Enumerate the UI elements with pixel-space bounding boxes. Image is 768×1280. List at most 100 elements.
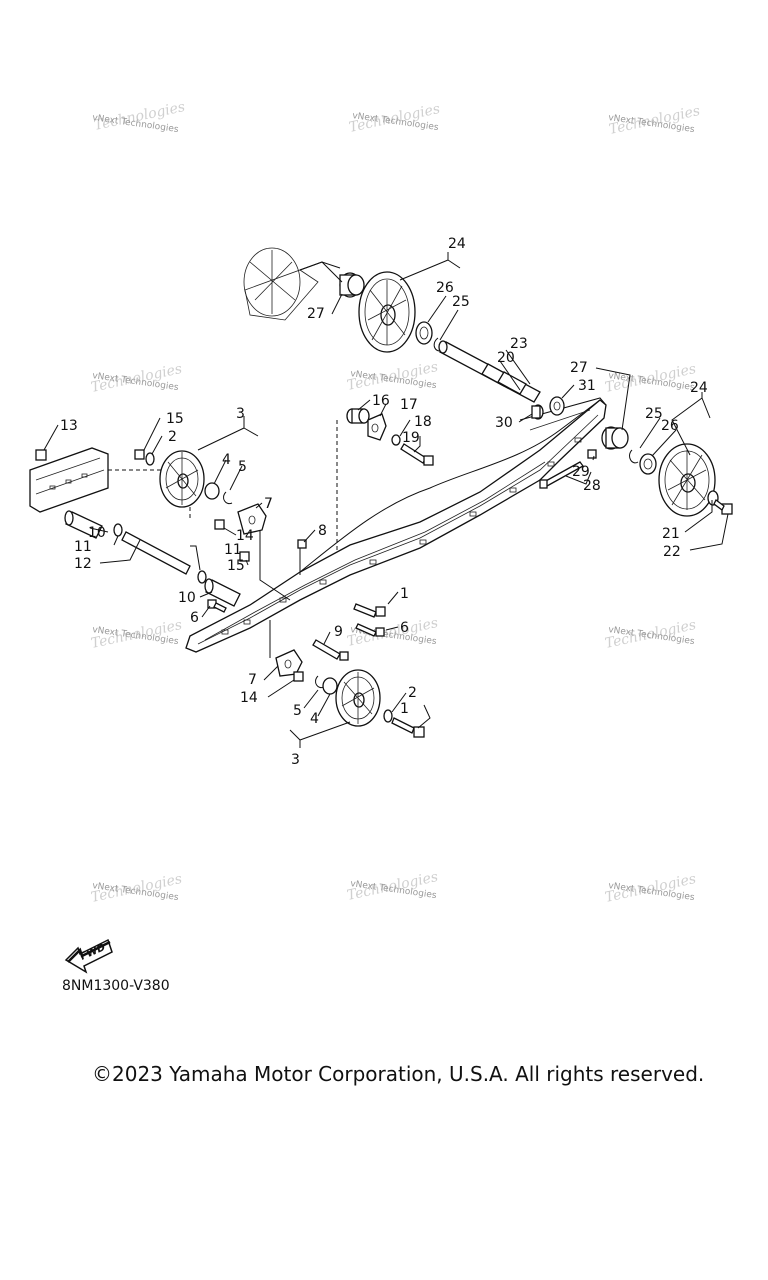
callout-11-upper: 11 xyxy=(74,539,92,555)
callout-31: 31 xyxy=(578,378,596,394)
front-shaft-assembly xyxy=(35,449,241,613)
nut-13 xyxy=(35,449,47,461)
callout-27-right: 27 xyxy=(570,360,588,376)
diagram-code: 8NM1300-V380 xyxy=(62,978,170,994)
callout-18: 18 xyxy=(414,414,432,430)
bolt-6-right xyxy=(355,623,385,637)
collar-10-left xyxy=(64,510,103,539)
collar-16 xyxy=(346,408,370,424)
callout-16: 16 xyxy=(372,393,390,409)
callout-9: 9 xyxy=(334,624,343,640)
washer-2-upper xyxy=(145,452,155,466)
callout-14-lower: 14 xyxy=(240,690,258,706)
callout-11-lower: 11 xyxy=(224,542,242,558)
callouts: 24 26 25 27 23 20 27 24 31 25 26 30 16 1… xyxy=(60,236,708,768)
callout-1-upper: 1 xyxy=(400,586,409,602)
washer-11-right xyxy=(197,570,207,584)
wheel-3-lower xyxy=(335,669,381,727)
rear-idler-assembly xyxy=(243,247,565,420)
callout-17: 17 xyxy=(400,397,418,413)
washer-2-lower xyxy=(383,709,393,723)
callout-6-left: 6 xyxy=(190,610,199,626)
axle-shaft-20 xyxy=(438,340,541,403)
bolt-1-upper xyxy=(353,603,386,618)
nut-30 xyxy=(531,404,544,420)
front-rail-holes xyxy=(49,473,88,490)
callout-24-right: 24 xyxy=(690,380,708,396)
bolt-28 xyxy=(539,461,584,489)
bearing-26-upper xyxy=(415,321,433,345)
callout-7-upper: 7 xyxy=(264,496,273,512)
callout-25-right: 25 xyxy=(645,406,663,422)
callout-24-top: 24 xyxy=(448,236,466,252)
callout-10-upper: 10 xyxy=(88,525,106,541)
bolt-22 xyxy=(713,499,733,515)
callout-1-lower: 1 xyxy=(400,701,409,717)
callout-27-top: 27 xyxy=(307,306,325,322)
idler-wheel-24-right xyxy=(658,443,716,517)
arm-7-lower xyxy=(275,649,303,677)
callout-26-top: 26 xyxy=(436,280,454,296)
callout-5-upper: 5 xyxy=(238,459,247,475)
callout-28: 28 xyxy=(583,478,601,494)
callout-13: 13 xyxy=(60,418,78,434)
nut-15-upper xyxy=(134,449,145,460)
rail-holes xyxy=(221,437,582,635)
callout-5-lower: 5 xyxy=(293,703,302,719)
callout-26-right: 26 xyxy=(661,418,679,434)
collar-27-upper xyxy=(339,272,365,298)
copyright-notice: ©2023 Yamaha Motor Corporation, U.S.A. A… xyxy=(92,1062,705,1086)
bolt-6-left xyxy=(207,599,227,613)
callout-14-upper: 14 xyxy=(236,528,254,544)
snap-ring-5-upper xyxy=(223,491,233,505)
callout-29: 29 xyxy=(572,464,590,480)
callout-30: 30 xyxy=(495,415,513,431)
bolt-9 xyxy=(312,639,349,661)
washer-31 xyxy=(549,396,565,416)
callout-25-top: 25 xyxy=(452,294,470,310)
bearing-4-upper xyxy=(204,482,220,500)
bolt-19 xyxy=(400,443,434,466)
callout-20: 20 xyxy=(497,350,515,366)
fwd-arrow-icon: FWD xyxy=(64,938,113,974)
nut-29 xyxy=(587,449,597,459)
callout-8: 8 xyxy=(318,523,327,539)
nut-8 xyxy=(297,539,307,549)
callout-2-lower: 2 xyxy=(408,685,417,701)
collar-10-right xyxy=(204,578,241,607)
suspension-arms xyxy=(214,503,386,682)
callout-23: 23 xyxy=(510,336,528,352)
nut-14-lower xyxy=(293,671,304,682)
idler-wheel-24-upper xyxy=(358,271,416,353)
callout-6-right: 6 xyxy=(400,620,409,636)
center-hardware xyxy=(346,408,434,466)
callout-21: 21 xyxy=(662,526,680,542)
nut-14-upper xyxy=(214,519,225,530)
washer-11-left xyxy=(113,523,123,537)
reference-wheel xyxy=(243,247,319,321)
left-wheel-assembly xyxy=(134,449,233,508)
nut-15-lower xyxy=(239,551,250,562)
bracket-17 xyxy=(367,413,387,441)
collar-27-right xyxy=(601,426,629,450)
callout-15-upper: 15 xyxy=(166,411,184,427)
callout-10-lower: 10 xyxy=(178,590,196,606)
washer-18 xyxy=(391,434,401,446)
shaft-12 xyxy=(121,531,191,575)
bearing-26-right xyxy=(639,453,657,475)
callout-2-upper: 2 xyxy=(168,429,177,445)
right-idler-assembly xyxy=(539,426,733,517)
snap-ring-25-right xyxy=(629,449,639,464)
callout-22: 22 xyxy=(663,544,681,560)
wheel-3-upper xyxy=(159,450,205,508)
bearing-4-lower xyxy=(322,677,338,695)
callout-4-upper: 4 xyxy=(222,452,231,468)
callout-19: 19 xyxy=(402,430,420,446)
callout-7-lower: 7 xyxy=(248,672,257,688)
callout-4-lower: 4 xyxy=(310,711,319,727)
leader-lines xyxy=(43,252,729,748)
callout-15-lower: 15 xyxy=(227,558,245,574)
callout-3-upper: 3 xyxy=(236,406,245,422)
callout-3-lower: 3 xyxy=(291,752,300,768)
